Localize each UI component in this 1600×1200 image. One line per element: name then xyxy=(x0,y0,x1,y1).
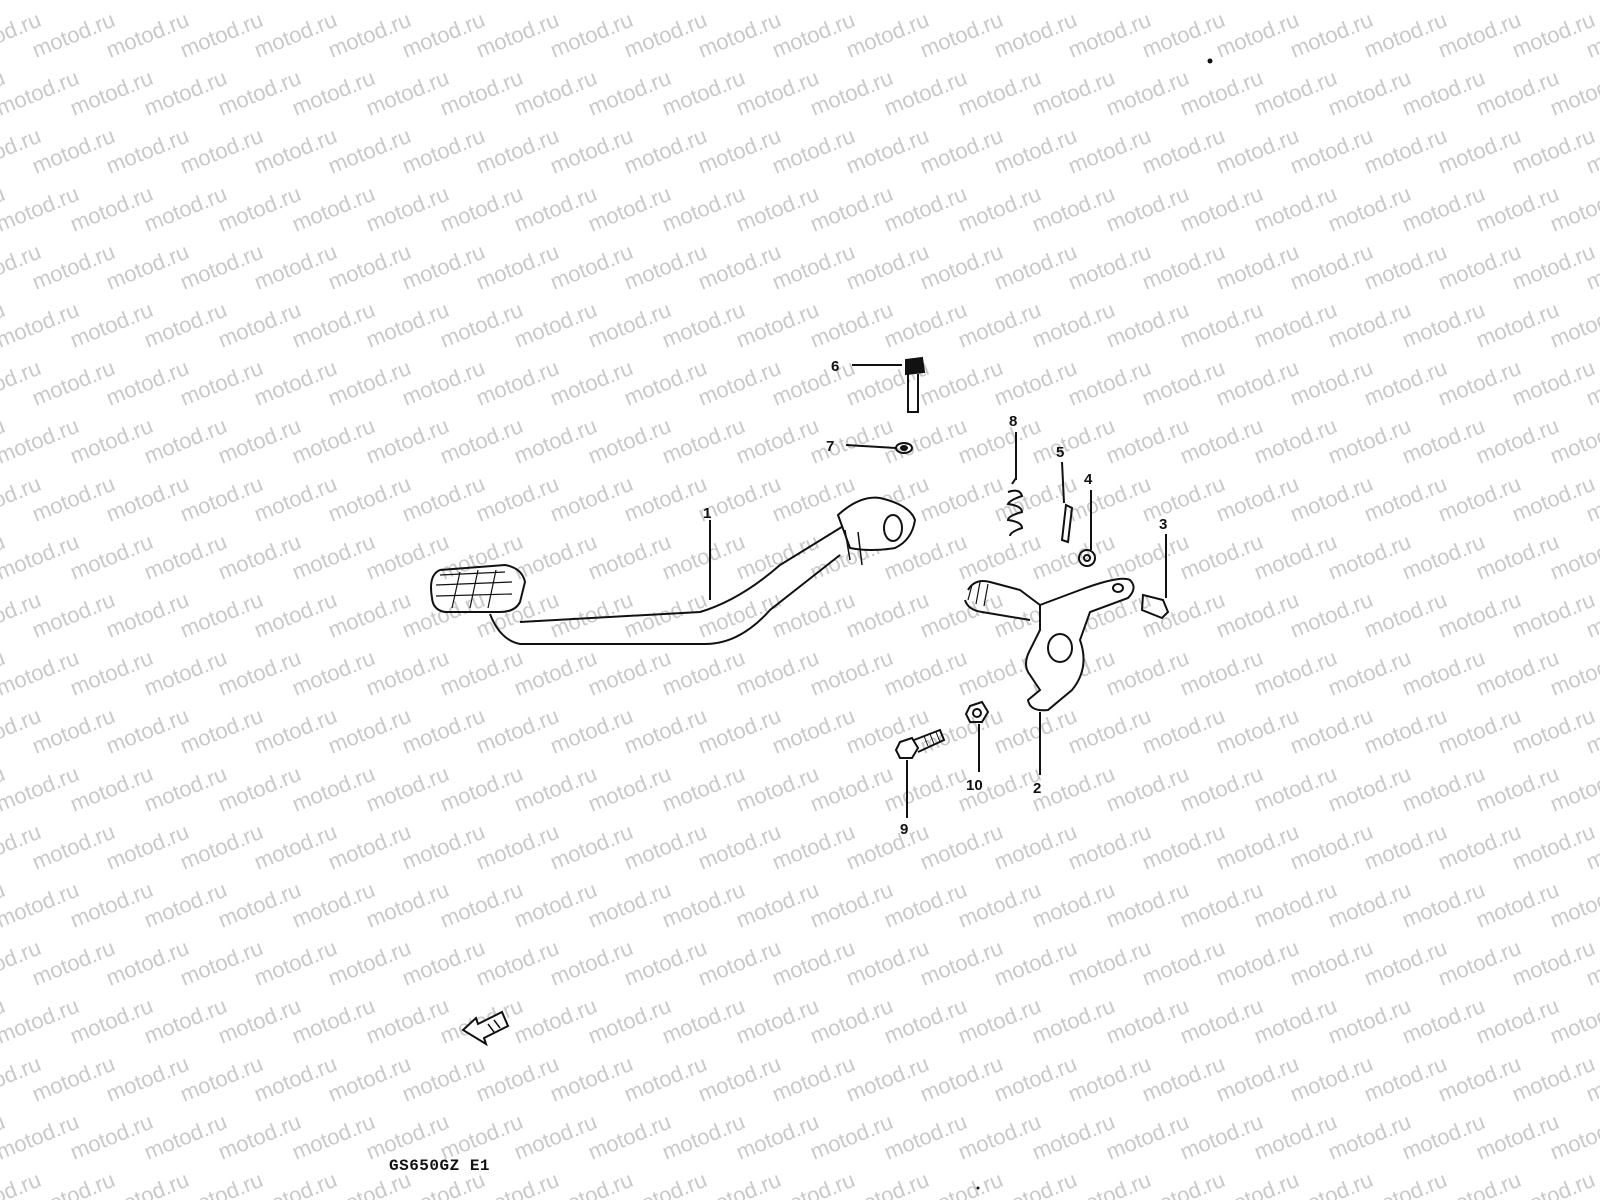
cotter-pin-5 xyxy=(1060,503,1074,544)
stray-dot xyxy=(976,1186,980,1190)
callout-3: 3 xyxy=(1159,516,1167,533)
callout-8: 8 xyxy=(1009,413,1017,430)
leader-lines xyxy=(709,364,1167,818)
callout-7: 7 xyxy=(826,438,834,455)
callout-9: 9 xyxy=(900,821,908,838)
front-direction-arrow-icon xyxy=(461,1010,510,1047)
callout-2: 2 xyxy=(1033,780,1041,797)
drawing-code: GS650GZ E1 xyxy=(389,1157,491,1175)
bolt-6 xyxy=(905,356,926,413)
washer-4 xyxy=(1078,549,1096,567)
brake-pedal xyxy=(430,496,917,645)
nut-10 xyxy=(964,700,990,723)
callout-5: 5 xyxy=(1056,444,1064,461)
callout-10: 10 xyxy=(966,777,983,794)
washer-7 xyxy=(895,442,913,454)
bolt-3 xyxy=(1140,593,1170,620)
stray-dot xyxy=(1207,58,1213,64)
spring-8 xyxy=(1006,477,1024,537)
callout-4: 4 xyxy=(1084,471,1093,488)
bolt-9 xyxy=(894,728,946,759)
callout-1: 1 xyxy=(703,505,711,522)
callout-6: 6 xyxy=(831,358,839,375)
brake-arm-2 xyxy=(964,577,1135,712)
